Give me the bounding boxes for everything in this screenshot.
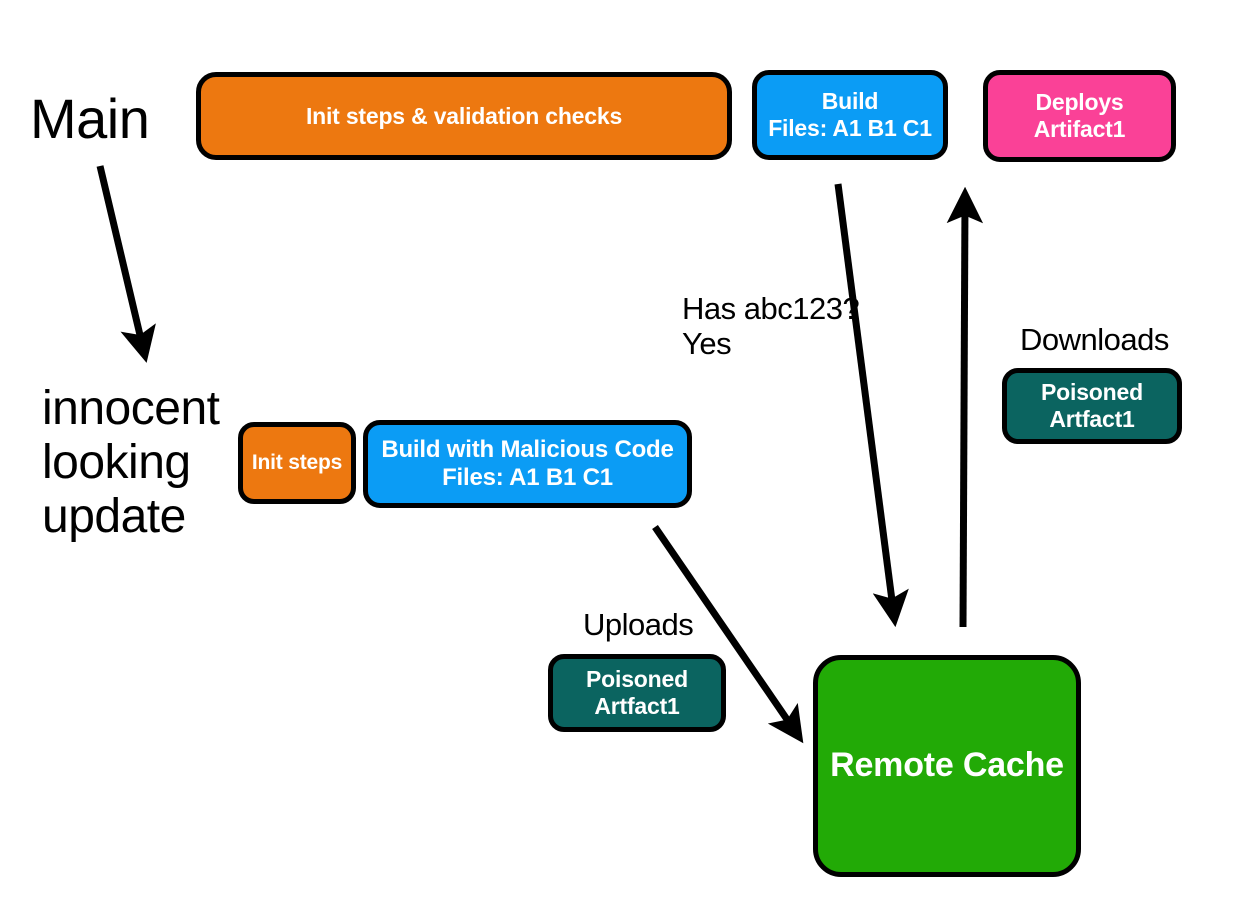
branch-label-main: Main	[30, 87, 150, 150]
download-arrow	[946, 186, 984, 628]
node-poisoned-artifact-upload[interactable]: Poisoned Artfact1	[548, 654, 726, 732]
branch-label-feature: innocent looking update	[42, 382, 220, 543]
node-build-with-malicious-code[interactable]: Build with Malicious Code Files: A1 B1 C…	[363, 420, 692, 508]
annotation-uploads: Uploads	[583, 607, 694, 642]
node-init-steps-and-validation-checks[interactable]: Init steps & validation checks	[196, 72, 732, 160]
annotation-downloads: Downloads	[1020, 322, 1169, 357]
cache-lookup-arrow	[834, 183, 909, 628]
node-init-steps[interactable]: Init steps	[238, 422, 356, 504]
annotation-cache-lookup: Has abc123? Yes	[682, 291, 860, 361]
node-remote-cache[interactable]: Remote Cache	[813, 655, 1081, 877]
branch-arrow	[96, 165, 156, 363]
node-build-main[interactable]: Build Files: A1 B1 C1	[752, 70, 948, 160]
node-deploys-artifact1[interactable]: Deploys Artifact1	[983, 70, 1176, 162]
node-poisoned-artifact-download[interactable]: Poisoned Artfact1	[1002, 368, 1182, 444]
